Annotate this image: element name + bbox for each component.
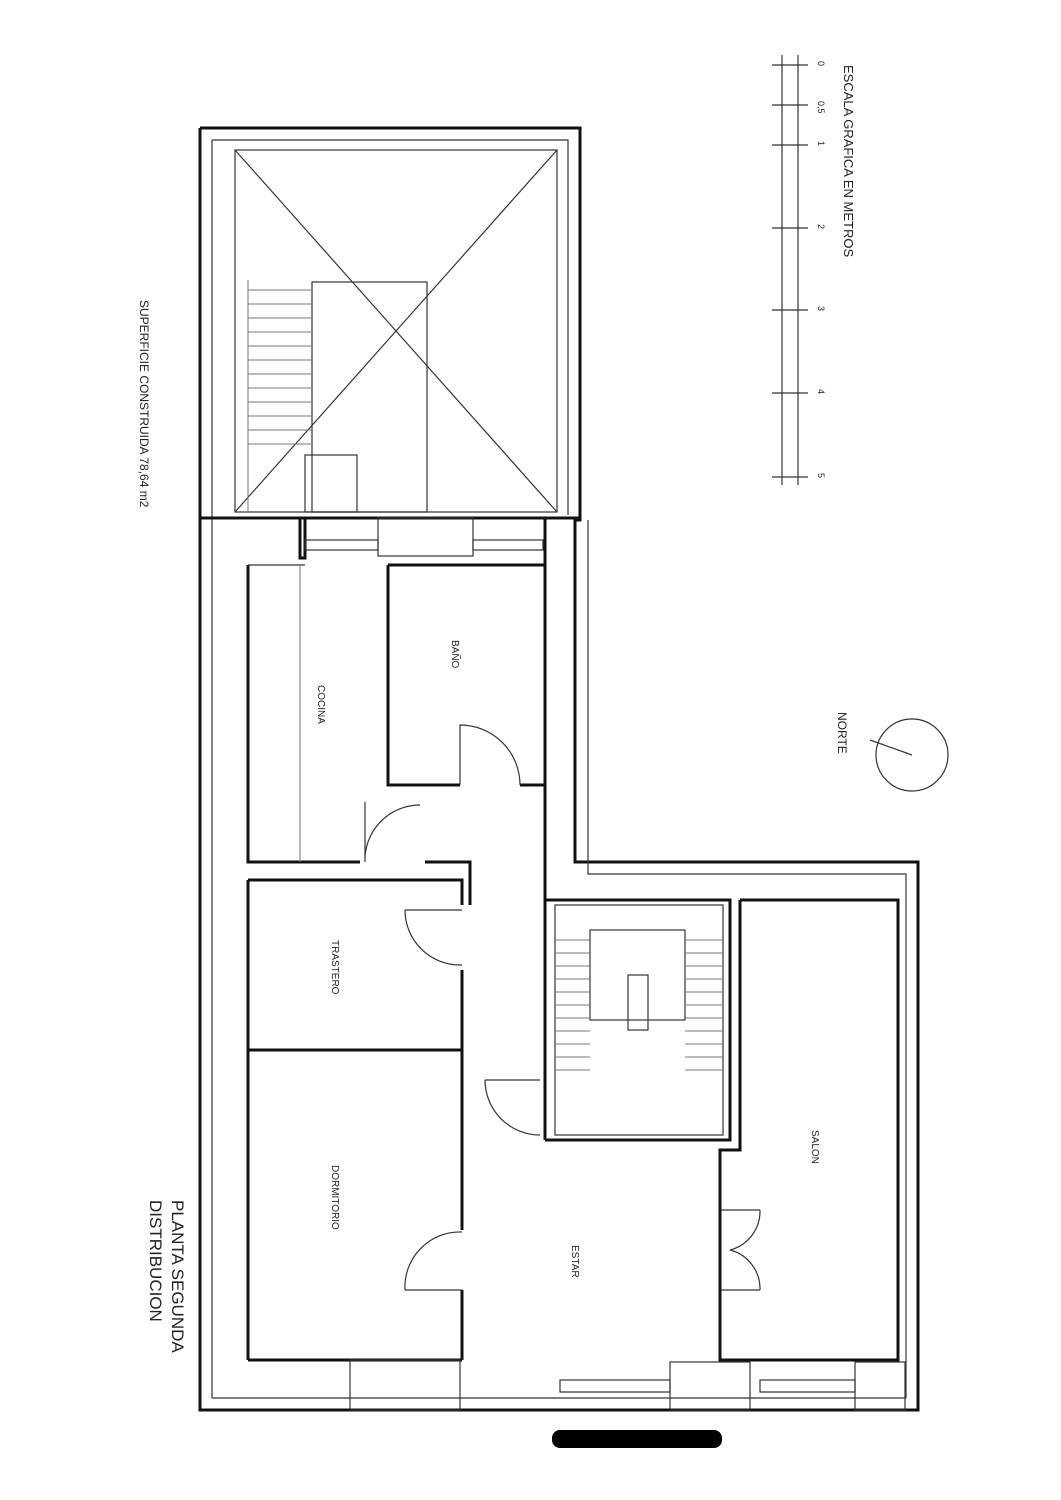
stair-void: [234, 149, 558, 513]
scale-title: ESCALA GRAFICA EN METROS: [841, 65, 856, 257]
redaction-bar: [552, 1430, 722, 1448]
scale-tick-label: 3: [816, 306, 826, 311]
scale-tick-label: 5: [816, 473, 826, 478]
room-estar: ESTAR: [569, 1245, 580, 1278]
outer-walls: [198, 126, 920, 1412]
doors: [364, 724, 761, 1291]
plan-title-line2: DISTRIBUCION: [146, 1200, 165, 1322]
staircase: [554, 904, 724, 1136]
room-cocina: COCINA: [315, 685, 326, 724]
scale-tick-label: 4: [816, 389, 826, 394]
scale-bar: 0 0,5 1 2 3 4 5 ESCALA GRAFICA EN METROS: [772, 55, 856, 485]
north-arrow: NORTE: [835, 712, 949, 792]
scale-tick-label: 0,5: [816, 101, 826, 114]
north-label: NORTE: [835, 712, 849, 754]
scale-tick-label: 2: [816, 224, 826, 229]
scale-tick-label: 0: [816, 61, 826, 66]
room-salon: SALON: [809, 1130, 820, 1164]
surface-text: SUPERFICIE CONSTRUIDA 78,64 m2: [137, 300, 151, 508]
room-bano: BAÑO: [449, 640, 462, 669]
windows: [304, 539, 906, 1411]
plan-title-line1: PLANTA SEGUNDA: [168, 1200, 187, 1353]
interior-walls: [246, 516, 900, 1362]
room-trastero: TRASTERO: [329, 940, 340, 995]
scale-tick-label: 1: [816, 141, 826, 146]
room-dormitorio: DORMITORIO: [329, 1165, 340, 1230]
